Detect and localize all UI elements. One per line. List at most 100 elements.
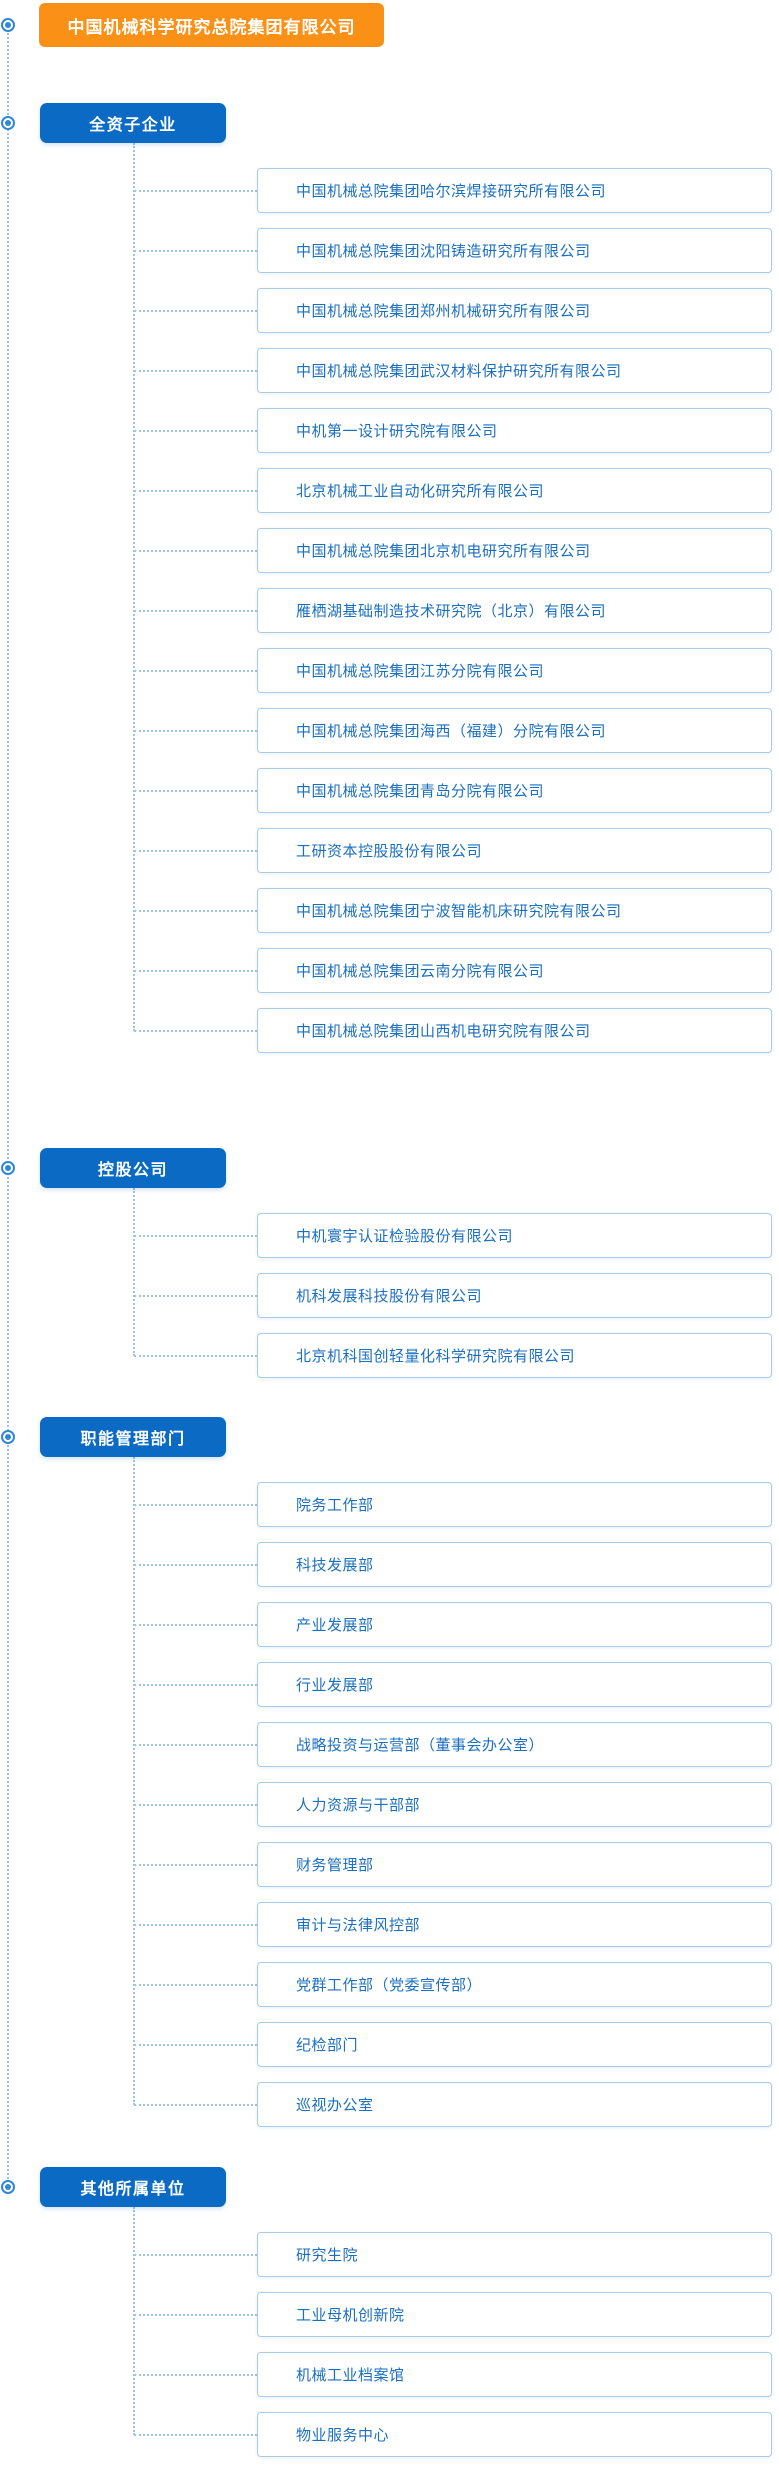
category-node[interactable]: 全资子企业	[40, 103, 226, 143]
category-node[interactable]: 其他所属单位	[40, 2167, 226, 2207]
org-node[interactable]: 工研资本控股股份有限公司	[257, 828, 772, 873]
connector-line	[134, 2253, 257, 2256]
connector-line	[134, 1294, 257, 1297]
org-node[interactable]: 物业服务中心	[257, 2412, 772, 2457]
org-node-label: 中国机械总院集团武汉材料保护研究所有限公司	[296, 363, 622, 380]
connector-line	[134, 1503, 257, 1506]
org-node[interactable]: 党群工作部（党委宣传部）	[257, 1962, 772, 2007]
org-node[interactable]: 工业母机创新院	[257, 2292, 772, 2337]
org-node[interactable]: 中国机械总院集团北京机电研究所有限公司	[257, 528, 772, 573]
child-row: 行业发展部	[0, 1662, 779, 1707]
org-node-label: 研究生院	[296, 2247, 359, 2264]
org-node-label: 产业发展部	[296, 1617, 374, 1634]
org-node-label: 中国机械总院集团江苏分院有限公司	[296, 663, 545, 680]
child-row: 中国机械总院集团山西机电研究院有限公司	[0, 1008, 779, 1053]
org-node-label: 中国机械总院集团北京机电研究所有限公司	[296, 543, 591, 560]
child-row: 院务工作部	[0, 1482, 779, 1527]
connector-line	[134, 1354, 257, 1357]
org-node-label: 中国机械总院集团海西（福建）分院有限公司	[296, 723, 607, 740]
org-node-label: 中国机械总院集团郑州机械研究所有限公司	[296, 303, 591, 320]
org-node[interactable]: 中国机械总院集团郑州机械研究所有限公司	[257, 288, 772, 333]
node-bullet-icon[interactable]	[1, 1161, 15, 1175]
child-row: 中机第一设计研究院有限公司	[0, 408, 779, 453]
org-node-label: 行业发展部	[296, 1677, 374, 1694]
category-node-label: 全资子企业	[89, 117, 177, 134]
root-node-label: 中国机械科学研究总院集团有限公司	[67, 17, 356, 37]
org-node[interactable]: 产业发展部	[257, 1602, 772, 1647]
child-row: 中国机械总院集团北京机电研究所有限公司	[0, 528, 779, 573]
root-row: 中国机械科学研究总院集团有限公司	[0, 3, 779, 47]
org-node[interactable]: 中机寰宇认证检验股份有限公司	[257, 1213, 772, 1258]
child-row: 中国机械总院集团沈阳铸造研究所有限公司	[0, 228, 779, 273]
org-node[interactable]: 机科发展科技股份有限公司	[257, 1273, 772, 1318]
child-row: 中国机械总院集团武汉材料保护研究所有限公司	[0, 348, 779, 393]
node-bullet-icon[interactable]	[1, 1430, 15, 1444]
connector-line	[134, 669, 257, 672]
org-node[interactable]: 中国机械总院集团云南分院有限公司	[257, 948, 772, 993]
org-node-label: 物业服务中心	[296, 2427, 390, 2444]
category-node-label: 其他所属单位	[80, 2181, 186, 2198]
connector-line	[134, 609, 257, 612]
org-node-label: 战略投资与运营部（董事会办公室）	[296, 1737, 545, 1754]
connector-line	[134, 1743, 257, 1746]
child-row: 科技发展部	[0, 1542, 779, 1587]
org-node-label: 中国机械总院集团宁波智能机床研究院有限公司	[296, 903, 622, 920]
child-row: 研究生院	[0, 2232, 779, 2277]
org-node[interactable]: 中国机械总院集团海西（福建）分院有限公司	[257, 708, 772, 753]
connector-line	[134, 789, 257, 792]
org-node[interactable]: 中机第一设计研究院有限公司	[257, 408, 772, 453]
connector-line	[134, 909, 257, 912]
connector-line	[134, 969, 257, 972]
org-node[interactable]: 中国机械总院集团宁波智能机床研究院有限公司	[257, 888, 772, 933]
org-node-label: 中国机械总院集团山西机电研究院有限公司	[296, 1023, 591, 1040]
org-node[interactable]: 中国机械总院集团哈尔滨焊接研究所有限公司	[257, 168, 772, 213]
org-node[interactable]: 中国机械总院集团沈阳铸造研究所有限公司	[257, 228, 772, 273]
node-bullet-icon[interactable]	[1, 116, 15, 130]
connector-line	[134, 1029, 257, 1032]
org-node[interactable]: 科技发展部	[257, 1542, 772, 1587]
org-node[interactable]: 中国机械总院集团青岛分院有限公司	[257, 768, 772, 813]
connector-line	[134, 729, 257, 732]
org-node[interactable]: 院务工作部	[257, 1482, 772, 1527]
org-node-label: 院务工作部	[296, 1497, 374, 1514]
org-node[interactable]: 战略投资与运营部（董事会办公室）	[257, 1722, 772, 1767]
child-row: 战略投资与运营部（董事会办公室）	[0, 1722, 779, 1767]
org-node-label: 机械工业档案馆	[296, 2367, 405, 2384]
org-node-label: 机科发展科技股份有限公司	[296, 1288, 483, 1305]
org-node[interactable]: 人力资源与干部部	[257, 1782, 772, 1827]
child-row: 雁栖湖基础制造技术研究院（北京）有限公司	[0, 588, 779, 633]
org-node[interactable]: 中国机械总院集团武汉材料保护研究所有限公司	[257, 348, 772, 393]
org-node[interactable]: 纪检部门	[257, 2022, 772, 2067]
child-row: 中国机械总院集团宁波智能机床研究院有限公司	[0, 888, 779, 933]
org-node-label: 中国机械总院集团哈尔滨焊接研究所有限公司	[296, 183, 607, 200]
org-node[interactable]: 中国机械总院集团山西机电研究院有限公司	[257, 1008, 772, 1053]
org-node[interactable]: 中国机械总院集团江苏分院有限公司	[257, 648, 772, 693]
org-node[interactable]: 雁栖湖基础制造技术研究院（北京）有限公司	[257, 588, 772, 633]
connector-line	[134, 2433, 257, 2436]
connector-line	[134, 249, 257, 252]
child-row: 财务管理部	[0, 1842, 779, 1887]
org-node[interactable]: 研究生院	[257, 2232, 772, 2277]
org-node[interactable]: 北京机科国创轻量化科学研究院有限公司	[257, 1333, 772, 1378]
org-node[interactable]: 财务管理部	[257, 1842, 772, 1887]
org-node[interactable]: 北京机械工业自动化研究所有限公司	[257, 468, 772, 513]
node-bullet-icon[interactable]	[1, 18, 15, 32]
node-bullet-icon[interactable]	[1, 2180, 15, 2194]
connector-line	[134, 1234, 257, 1237]
org-node-label: 北京机科国创轻量化科学研究院有限公司	[296, 1348, 576, 1365]
org-node[interactable]: 机械工业档案馆	[257, 2352, 772, 2397]
category-node[interactable]: 控股公司	[40, 1148, 226, 1188]
connector-line	[134, 1563, 257, 1566]
connector-line	[134, 1983, 257, 1986]
connector-line	[134, 2043, 257, 2046]
category-node[interactable]: 职能管理部门	[40, 1417, 226, 1457]
children-container: 中机寰宇认证检验股份有限公司机科发展科技股份有限公司北京机科国创轻量化科学研究院…	[0, 1188, 779, 1378]
org-node-label: 人力资源与干部部	[296, 1797, 421, 1814]
connector-line	[134, 429, 257, 432]
org-section: 职能管理部门院务工作部科技发展部产业发展部行业发展部战略投资与运营部（董事会办公…	[0, 1417, 779, 2127]
category-row: 职能管理部门	[0, 1417, 779, 1457]
org-node[interactable]: 行业发展部	[257, 1662, 772, 1707]
child-row: 中国机械总院集团郑州机械研究所有限公司	[0, 288, 779, 333]
org-node[interactable]: 巡视办公室	[257, 2082, 772, 2127]
org-node[interactable]: 审计与法律风控部	[257, 1902, 772, 1947]
